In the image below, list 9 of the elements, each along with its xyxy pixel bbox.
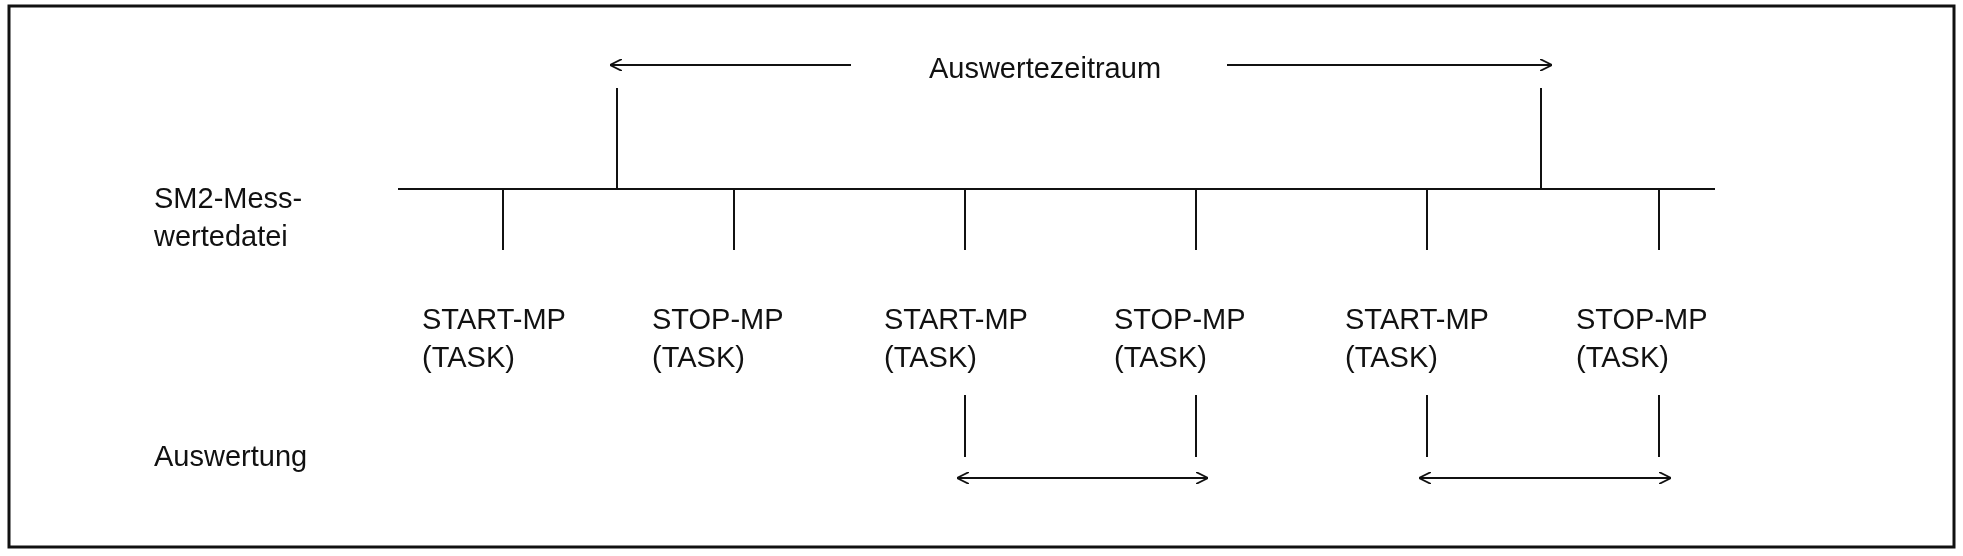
range-label: Auswertezeitraum <box>927 51 1163 86</box>
event-label: STOP-MP (TASK) <box>1576 302 1709 375</box>
event-label: START-MP (TASK) <box>884 302 1029 375</box>
event-label: STOP-MP (TASK) <box>1114 302 1247 375</box>
event-label: START-MP (TASK) <box>1345 302 1490 375</box>
event-label: STOP-MP (TASK) <box>652 302 785 375</box>
axis-label: SM2-Mess- wertedatei <box>154 181 304 254</box>
event-label: START-MP (TASK) <box>422 302 567 375</box>
row-label: Auswertung <box>154 439 309 474</box>
